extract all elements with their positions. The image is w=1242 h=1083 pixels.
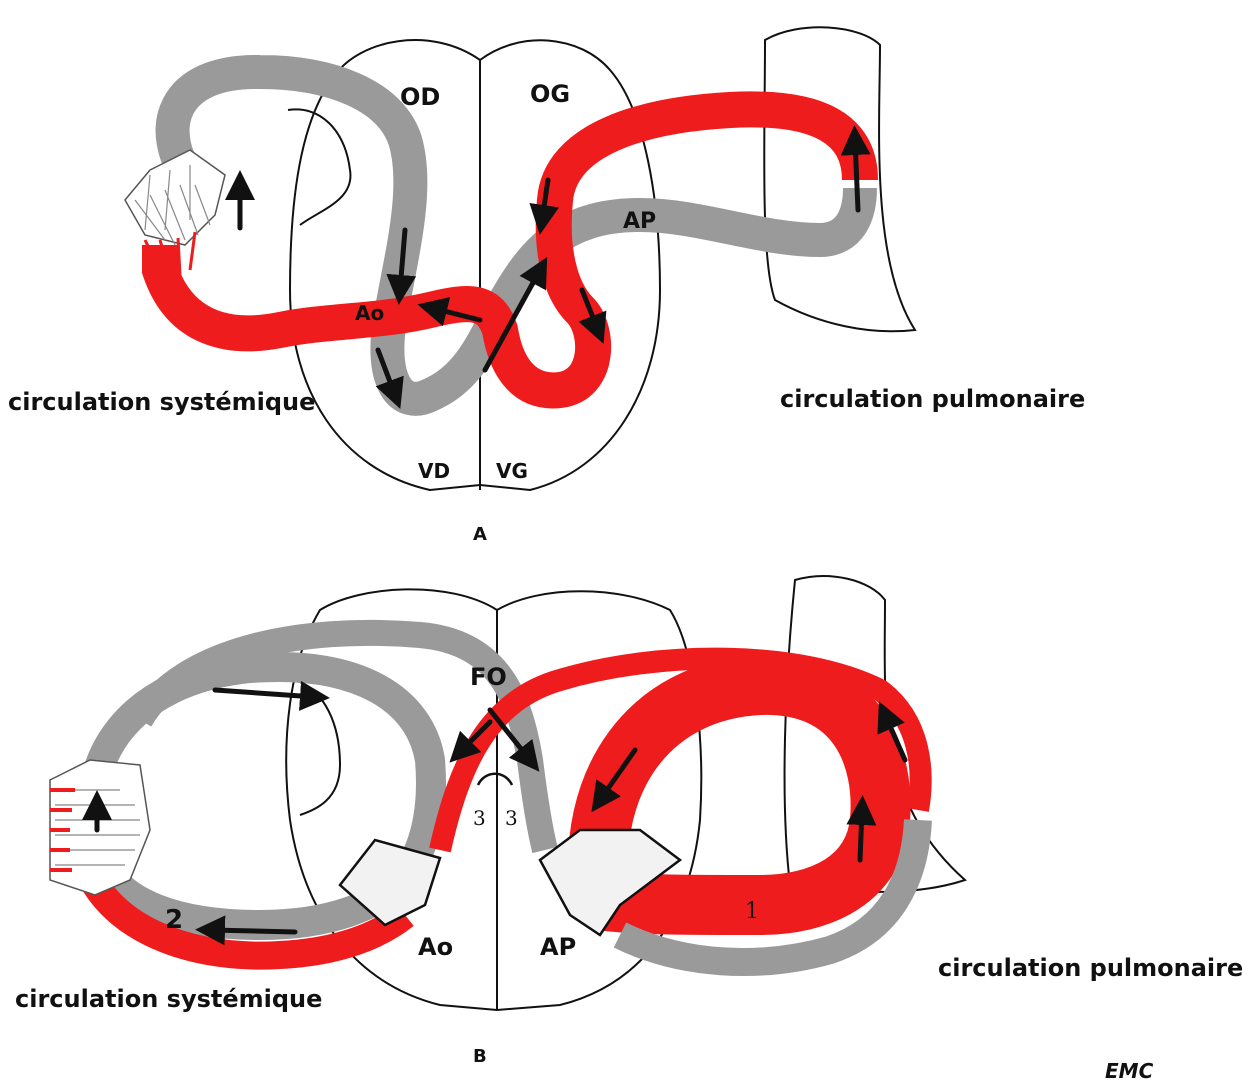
label-og: OG xyxy=(530,80,570,108)
label-ao-b: Ao xyxy=(418,933,453,961)
panel-letter-a: A xyxy=(473,524,487,545)
label-ap-a: AP xyxy=(623,209,656,234)
label-od: OD xyxy=(400,83,440,111)
lung-outline-a xyxy=(764,27,915,331)
flow-arrow-b-bottom xyxy=(210,930,295,932)
label-pulmonary-a: circulation pulmonaire xyxy=(780,385,1085,413)
label-three-left: 3 xyxy=(473,806,486,830)
label-systemic-a: circulation systémique xyxy=(8,388,315,416)
label-vd: VD xyxy=(418,459,450,483)
label-three-right: 3 xyxy=(505,806,518,830)
label-systemic-b: circulation systémique xyxy=(15,985,322,1013)
label-one: 1 xyxy=(745,899,759,924)
label-two: 2 xyxy=(165,905,183,935)
panel-letter-b: B xyxy=(473,1046,487,1067)
heart-outline-a xyxy=(288,40,660,490)
label-pulmonary-b: circulation pulmonaire xyxy=(938,954,1242,982)
label-vg: VG xyxy=(496,459,528,483)
label-fo: FO xyxy=(470,663,507,691)
capillary-bed-b xyxy=(50,760,150,895)
credit-label: EMC xyxy=(1105,1059,1154,1083)
panel-b: FO 3 3 Ao AP 1 2 circulation systémique … xyxy=(15,576,1242,1067)
panel-a: OD OG AP Ao VD VG circulation systémique… xyxy=(8,27,1085,545)
label-ao-a: Ao xyxy=(355,301,384,325)
label-ap-b: AP xyxy=(540,933,576,961)
flow-arrow-b-pul-right xyxy=(860,810,862,860)
flow-arrow-a-lung xyxy=(855,140,858,210)
